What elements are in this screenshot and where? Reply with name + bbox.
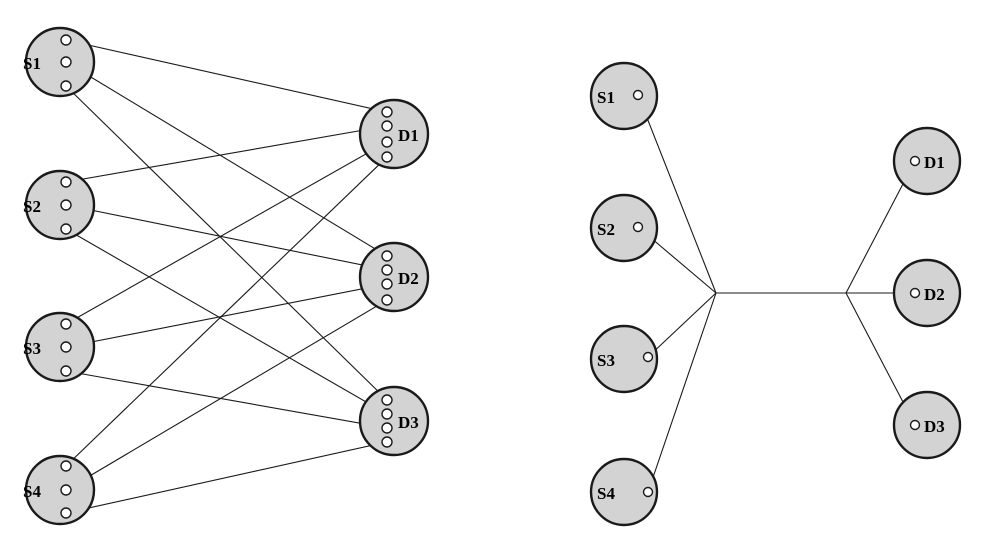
wire-s1-d1 [65, 39, 388, 113]
port [60, 56, 72, 68]
node-circle [892, 390, 962, 460]
node-label: D3 [398, 413, 419, 432]
port [381, 136, 393, 148]
left-destination-d3: D3 [358, 385, 430, 457]
port [381, 120, 393, 132]
wire-s4-hub [647, 292, 717, 493]
node-label: D1 [398, 126, 419, 145]
port [60, 223, 72, 235]
port [632, 89, 644, 101]
wire-s3-d3 [65, 370, 388, 429]
node-circle [24, 169, 96, 241]
node-label: D2 [398, 269, 419, 288]
left-wires [65, 39, 388, 514]
port [60, 176, 72, 188]
port [909, 287, 921, 299]
left-source-s3: S3 [23, 311, 96, 383]
left-source-s4: S4 [23, 454, 96, 526]
right-destination-d3: D3 [892, 390, 962, 460]
node-label: S4 [23, 482, 41, 501]
port [909, 419, 921, 431]
port [60, 484, 72, 496]
port [381, 264, 393, 276]
node-label: D2 [924, 285, 945, 304]
wire-s2-d1 [65, 125, 388, 183]
wire-s3-d1 [65, 141, 388, 325]
port [60, 341, 72, 353]
port [642, 351, 654, 363]
right-source-s2: S2 [589, 193, 659, 263]
right-source-s4: S4 [589, 457, 659, 527]
wire-s3-d2 [65, 283, 388, 348]
port [381, 151, 393, 163]
node-label: D1 [924, 153, 945, 172]
left-source-s1: S1 [23, 26, 96, 98]
right-destination-d2: D2 [892, 258, 962, 328]
left-mesh-diagram: S1 S2 S3 S4 D1 [23, 26, 430, 526]
node-label: S1 [597, 88, 615, 107]
node-circle [892, 126, 962, 196]
port [381, 106, 393, 118]
port [381, 436, 393, 448]
wire-s4-d1 [65, 156, 388, 467]
right-source-s1: S1 [589, 61, 659, 131]
port [60, 507, 72, 519]
port [381, 294, 393, 306]
port [60, 460, 72, 472]
node-circle [24, 311, 96, 383]
left-source-s2: S2 [23, 169, 96, 241]
port [642, 486, 654, 498]
node-circle [892, 258, 962, 328]
node-circle [24, 454, 96, 526]
port [60, 34, 72, 46]
port [60, 318, 72, 330]
wire-s4-d3 [65, 441, 388, 514]
right-wires [637, 94, 916, 493]
wire-s1-d3 [65, 85, 388, 401]
right-trunk-diagram: S1 S2 S3 S4 D1 D2 [589, 61, 962, 527]
node-label: S2 [597, 220, 615, 239]
port [60, 80, 72, 92]
node-label: S3 [23, 339, 41, 358]
right-destination-d1: D1 [892, 126, 962, 196]
port [632, 221, 644, 233]
node-label: S4 [597, 484, 615, 503]
left-destination-d2: D2 [358, 241, 430, 313]
node-circle [589, 193, 659, 263]
wire-s2-d2 [65, 204, 388, 271]
wire-s3-hub [647, 292, 717, 358]
wire-s2-d3 [65, 228, 388, 415]
port [381, 394, 393, 406]
node-circle [589, 457, 659, 527]
node-circle [24, 26, 96, 98]
right-source-s3: S3 [589, 324, 659, 394]
port [60, 365, 72, 377]
node-label: S1 [23, 54, 41, 73]
node-label: S3 [597, 351, 615, 370]
node-circle [358, 385, 430, 457]
wire-s1-hub [637, 94, 717, 294]
node-circle [589, 324, 659, 394]
port [60, 199, 72, 211]
wire-s4-d2 [65, 299, 388, 491]
port [381, 422, 393, 434]
node-label: S2 [23, 197, 41, 216]
left-destination-d1: D1 [358, 98, 430, 170]
port [381, 250, 393, 262]
port [381, 408, 393, 420]
node-circle [358, 241, 430, 313]
port [909, 155, 921, 167]
node-label: D3 [924, 417, 945, 436]
wire-s1-d2 [65, 61, 388, 257]
node-circle [589, 61, 659, 131]
node-circle [358, 98, 430, 170]
port [381, 278, 393, 290]
